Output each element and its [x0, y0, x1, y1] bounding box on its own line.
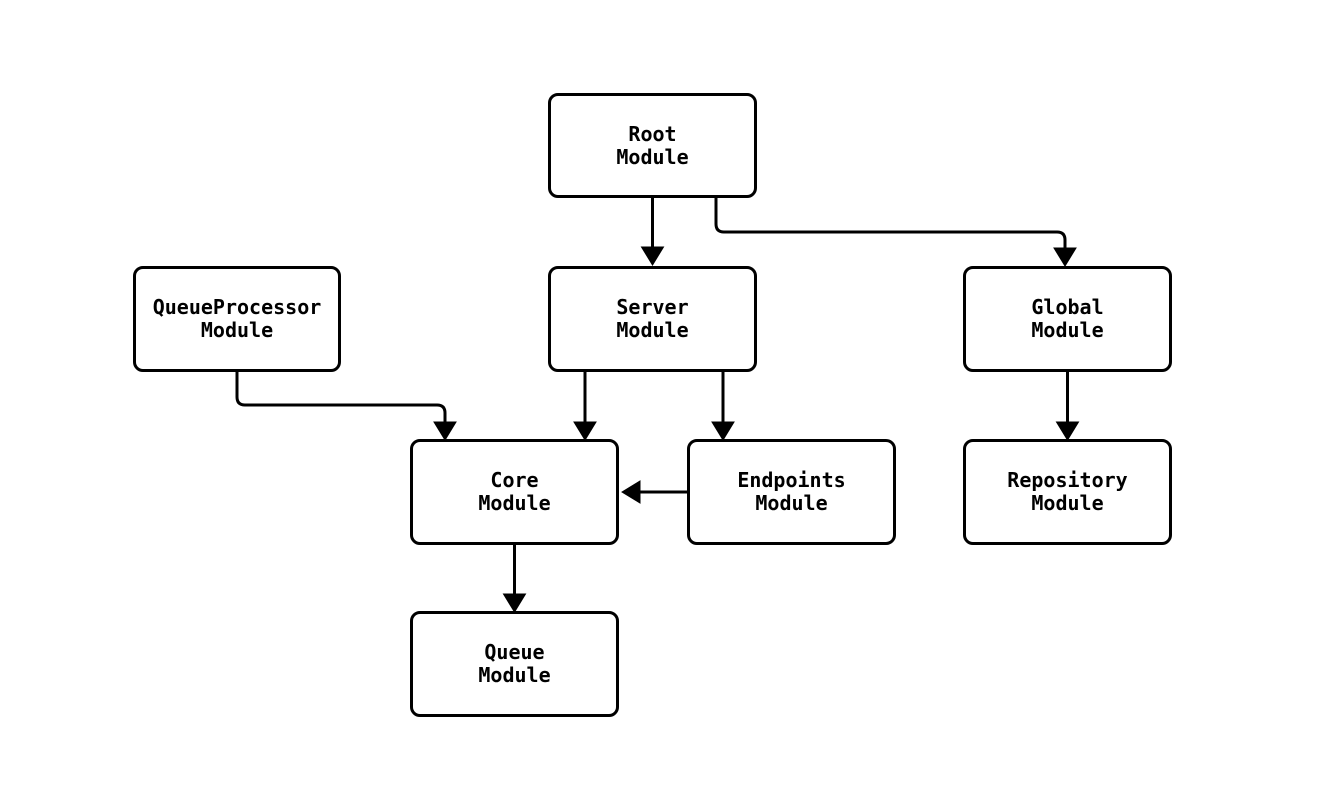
edge-queueprocessor-module-to-core-module: [235, 372, 457, 441]
node-label: Server: [616, 295, 689, 319]
arrowhead-endpoints-to-core: [621, 480, 641, 504]
node-root-module: Root Module: [548, 93, 757, 198]
edge-server-module-to-endpoints-module: [711, 372, 735, 441]
node-label: Endpoints: [737, 468, 846, 492]
node-repository-module: Repository Module: [963, 439, 1172, 545]
node-label: Module: [616, 318, 689, 342]
node-queueprocessor-module: QueueProcessor Module: [133, 266, 341, 372]
node-label: Core: [490, 468, 539, 492]
node-label: Root: [628, 121, 677, 146]
arrowhead-queueprocessor-to-core: [433, 421, 457, 441]
arrowhead-core-to-queue: [502, 593, 527, 613]
node-label: Queue: [484, 640, 545, 664]
node-label: Module: [478, 663, 551, 687]
arrowhead-root-to-server: [640, 246, 665, 266]
node-label: Global: [1031, 295, 1104, 319]
arrowhead-server-to-endpoints: [711, 421, 735, 441]
node-label: Repository: [1007, 468, 1128, 492]
edge-server-module-to-core-module: [573, 372, 597, 441]
node-global-module: Global Module: [963, 266, 1172, 372]
node-label: Module: [1031, 491, 1104, 515]
edge-global-module-to-repository-module: [1055, 372, 1080, 441]
node-queue-module: Queue Module: [410, 611, 619, 717]
node-label: Module: [1031, 318, 1104, 342]
node-label: Module: [755, 491, 828, 515]
edge-core-module-to-queue-module: [502, 545, 527, 613]
node-core-module: Core Module: [410, 439, 619, 545]
edge-root-module-to-global-module: [714, 198, 1077, 267]
arrowhead-root-to-global: [1053, 247, 1077, 267]
edge-root-module-to-server-module: [640, 198, 665, 266]
node-label: Module: [616, 144, 689, 169]
arrowhead-server-to-core: [573, 421, 597, 441]
edge-endpoints-module-to-core-module: [621, 480, 687, 504]
node-label: Module: [478, 491, 551, 515]
arrowhead-global-to-repository: [1055, 421, 1080, 441]
node-server-module: Server Module: [548, 266, 757, 372]
node-endpoints-module: Endpoints Module: [687, 439, 896, 545]
node-label: QueueProcessor: [152, 295, 322, 319]
node-label: Module: [200, 318, 274, 342]
